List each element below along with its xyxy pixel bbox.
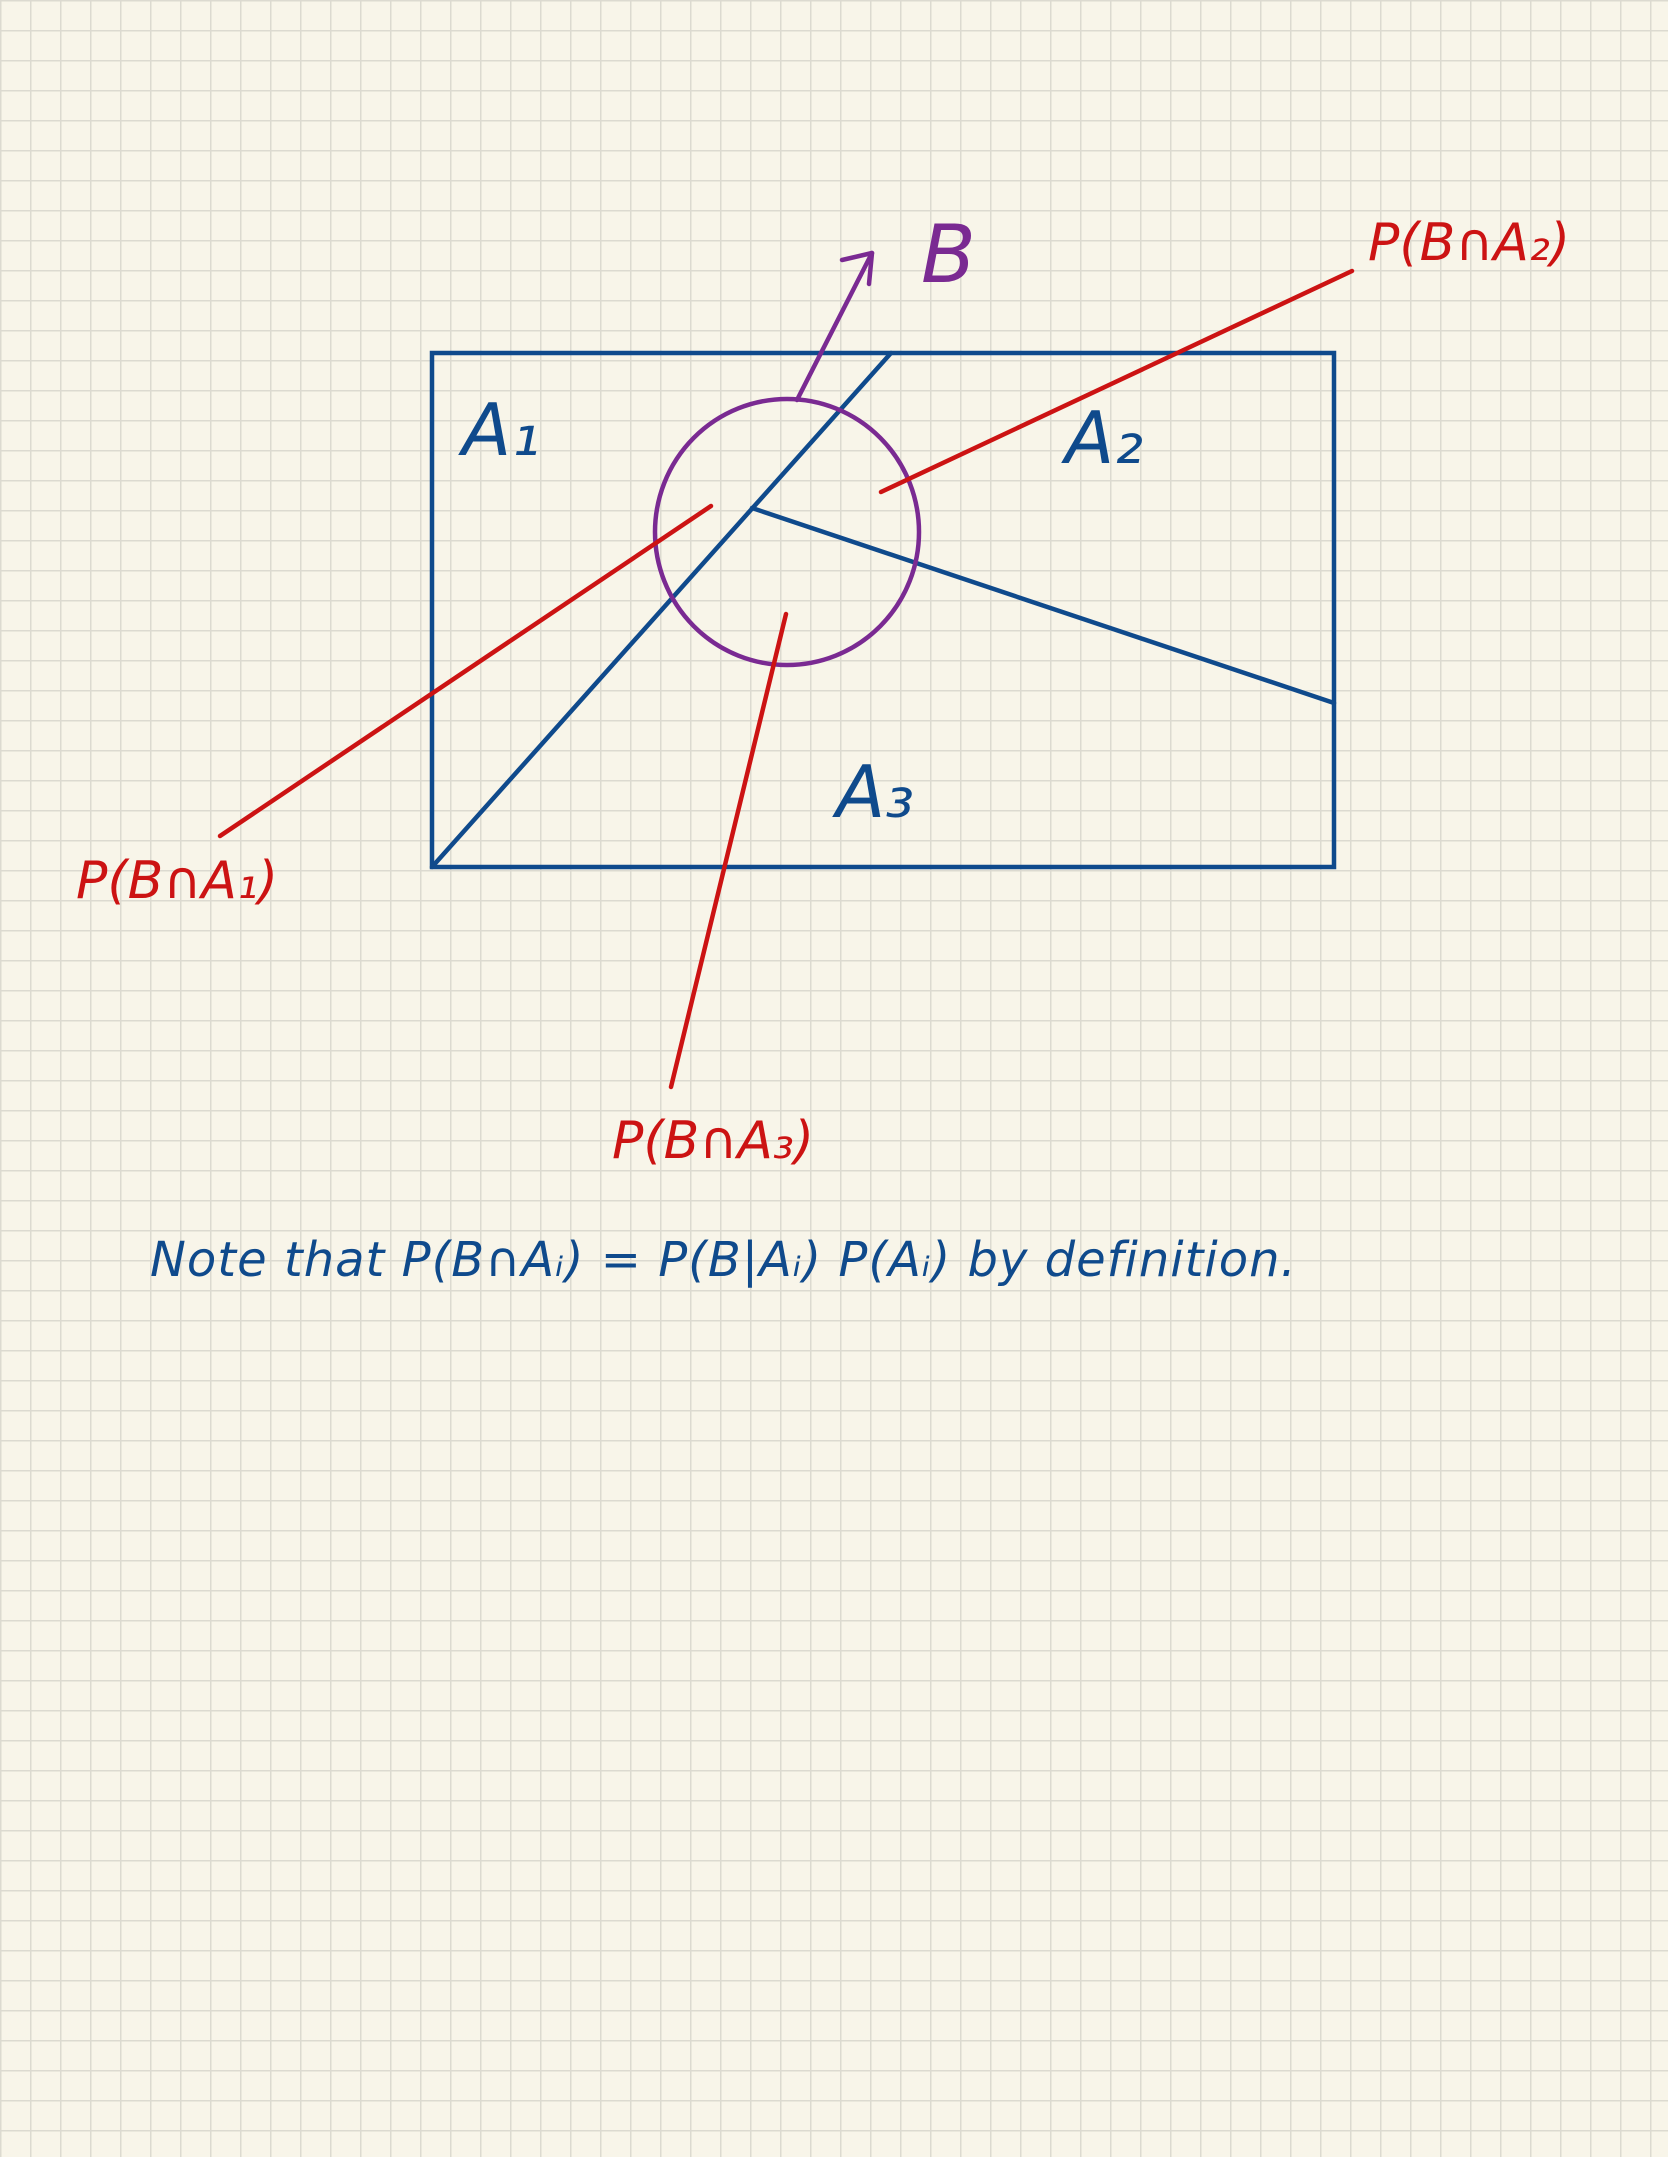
label-p-b-and-a1: P(B∩A₁) — [76, 851, 278, 911]
partition-line-diagonal — [429, 350, 894, 870]
label-p-b-and-a3: P(B∩A₃) — [612, 1111, 814, 1171]
leader-line-b-a1 — [217, 503, 714, 839]
leader-line-b-a3 — [668, 611, 789, 1090]
event-b-circle — [652, 396, 922, 668]
region-label-a2: A₂ — [1061, 396, 1143, 480]
event-label-b: B — [921, 208, 976, 301]
event-b-arrowhead — [839, 250, 875, 287]
region-label-a3: A₃ — [832, 750, 914, 834]
label-p-b-and-a2: P(B∩A₂) — [1368, 213, 1570, 273]
partition-line-right — [749, 505, 1337, 706]
sample-space-rectangle — [429, 350, 1337, 870]
region-label-a1: A₁ — [458, 388, 540, 472]
leader-line-b-a2 — [878, 268, 1355, 495]
event-b-arrow — [794, 250, 875, 403]
note-text: Note that P(B∩Aᵢ) = P(B|Aᵢ) P(Aᵢ) by def… — [150, 1232, 1297, 1288]
